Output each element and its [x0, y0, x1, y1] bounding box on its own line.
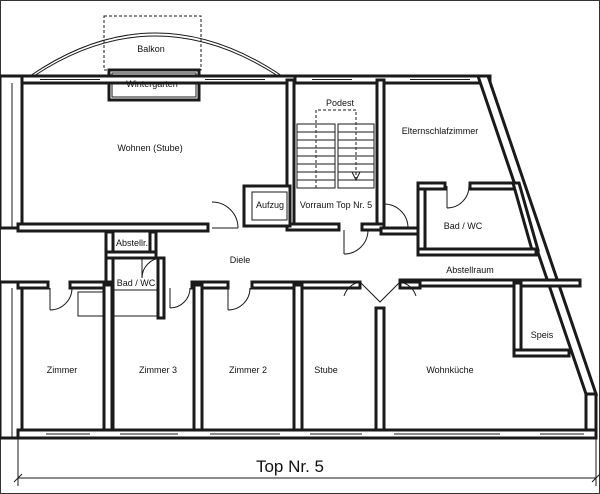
label-zimmer: Zimmer [47, 365, 78, 375]
label-wohnen: Wohnen (Stube) [117, 143, 182, 153]
wall-bad-right-left [416, 181, 427, 257]
stair-path-dashed [315, 109, 357, 188]
label-vorraum: Vorraum Top Nr. 5 [300, 200, 372, 210]
dimension-slash-right [591, 473, 600, 483]
wall-stube-divider [374, 306, 386, 440]
label-zimmer2: Zimmer 2 [229, 365, 267, 375]
wall-bad-right-top [416, 181, 447, 191]
wall-zimmer3-divider [192, 283, 204, 439]
door-swings [49, 185, 470, 311]
wall-left-upper [0, 74, 24, 230]
label-balkon: Balkon [137, 44, 165, 54]
bath-fixture-b [112, 289, 159, 317]
label-bad-wc-right: Bad / WC [444, 221, 483, 231]
label-zimmer3: Zimmer 3 [139, 365, 177, 375]
wall-abstellraum-bottom [398, 278, 582, 288]
label-stube: Stube [314, 365, 338, 375]
stair-treads [296, 123, 375, 189]
wall-bad-right-slant [511, 181, 540, 252]
label-aufzug: Aufzug [256, 200, 284, 210]
label-speis: Speis [531, 330, 554, 340]
wall-stair-right [375, 78, 386, 232]
wall-bad-left-right [156, 256, 166, 320]
wall-bad-right-bottom [416, 247, 538, 257]
elevator-cabin [251, 191, 288, 221]
wall-zimmer2-divider [292, 283, 304, 439]
wall-zimmer-divider [102, 283, 114, 439]
label-elternschlafzimmer: Elternschlafzimmer [402, 126, 479, 136]
wall-right-slant [475, 74, 599, 396]
wall-diele-bottom-5 [398, 280, 422, 290]
label-wohnkueche: Wohnküche [426, 365, 473, 375]
wall-bad-right-top-b [468, 181, 520, 191]
wall-speis-left [512, 281, 523, 358]
wintergarden-box-inner [111, 72, 197, 98]
wintergarden-arc [29, 32, 283, 77]
dimension-slash-left [13, 473, 23, 483]
wintergarden-arc-inner [33, 35, 279, 77]
label-abstellraum: Abstellraum [446, 265, 494, 275]
plan-title: Top Nr. 5 [256, 457, 324, 476]
label-abstellr: Abstellr. [116, 238, 148, 248]
label-diele: Diele [230, 255, 251, 265]
wall-left-lower [0, 280, 24, 440]
balcony-outline [103, 15, 202, 71]
label-podest: Podest [326, 98, 355, 108]
wall-eltern-bottom [379, 226, 423, 236]
wall-wohnen-bottom [16, 222, 210, 233]
wall-abstellr-bottom [104, 250, 158, 260]
wall-diele-bottom-3 [190, 280, 230, 290]
wall-diele-bottom-4 [250, 280, 362, 290]
stair-arrow [351, 171, 361, 182]
wall-diele-bottom-1 [16, 280, 50, 290]
wall-bottom [16, 428, 598, 440]
label-wintergarten: Wintergarten [126, 79, 178, 89]
wall-speis-bottom [512, 348, 571, 358]
label-bad-wc-left: Bad / WC [117, 278, 156, 288]
bath-fixture [77, 291, 107, 317]
wall-stair-bottom [285, 222, 341, 232]
